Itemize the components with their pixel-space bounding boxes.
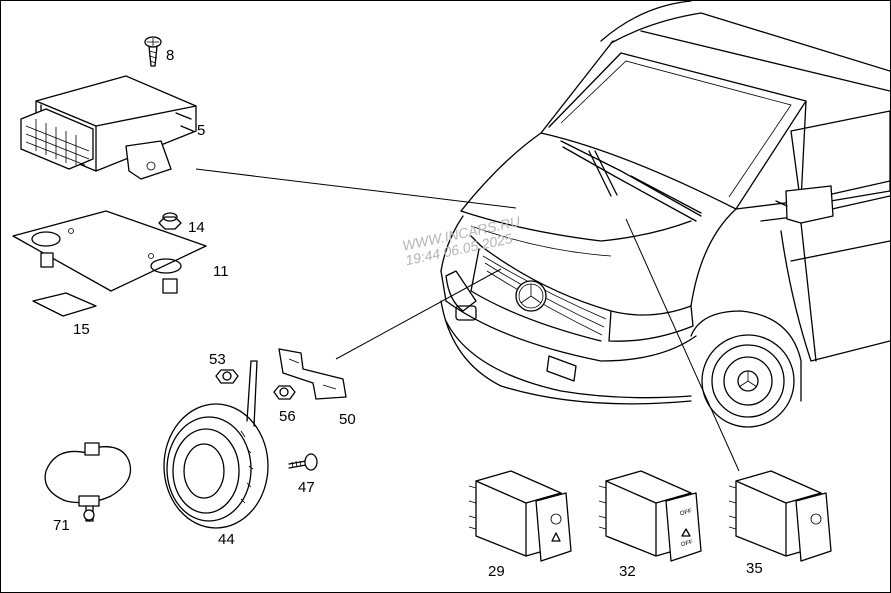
switch-32-drawing [598,470,702,562]
callout-47: 47 [298,479,315,496]
switch-35-drawing [728,470,832,562]
part-5-control-unit [20,75,197,180]
part-56-nut [273,385,296,400]
callout-32: 32 [619,563,636,580]
part-14-nut [158,212,182,230]
callout-50: 50 [339,411,356,428]
part-50-bracket [278,348,347,400]
callout-14: 14 [188,219,205,236]
callout-11: 11 [213,263,229,280]
part-53-nut [215,369,239,384]
switch-29-drawing [468,470,572,562]
part-71-wiring [44,442,132,522]
part-44-horn [163,360,269,529]
callout-53: 53 [209,351,226,368]
callout-44: 44 [218,531,235,548]
callout-71: 71 [53,517,70,534]
callout-35: 35 [746,560,763,577]
callout-15: 15 [73,321,90,338]
part-47-bolt [288,453,318,471]
callout-8: 8 [166,47,175,64]
part-8-screw [144,36,162,67]
van-illustration [440,1,890,428]
leader-lines [195,168,740,472]
part-11-plate [12,210,207,294]
callout-5: 5 [197,122,206,139]
part-15-pad [32,292,97,317]
callout-29: 29 [488,563,505,580]
callout-56: 56 [279,408,296,425]
